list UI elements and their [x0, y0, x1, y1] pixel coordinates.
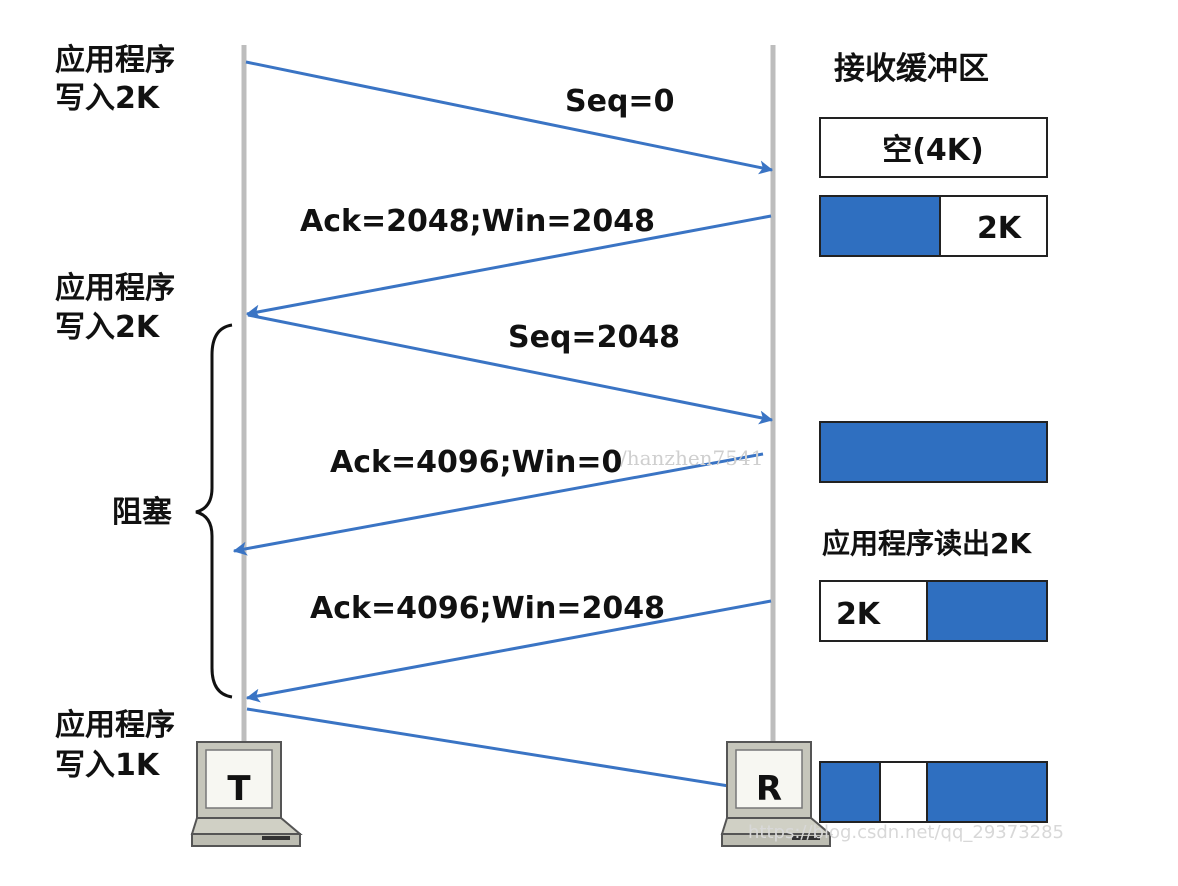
sender-event-3-line1: 应用程序 — [55, 708, 175, 743]
buffer-state-empty: 空(4K) — [819, 117, 1048, 178]
ack-4096-win-2048-label: Ack=4096;Win=2048 — [310, 591, 665, 626]
sender-terminal: T — [190, 741, 303, 847]
buffer-state-half-full: 2K — [819, 195, 1048, 257]
arrow-seq0 — [245, 60, 774, 175]
buffer-half-label: 2K — [977, 211, 1023, 246]
buffer-title: 接收缓冲区 — [834, 51, 989, 87]
sender-event-1-line2: 写入2K — [55, 81, 161, 116]
bottom-watermark: https://blog.csdn.net/qq_29373285 — [748, 822, 1064, 843]
buffer-state-final — [819, 761, 1048, 823]
read-event-label: 应用程序读出2K — [822, 527, 1032, 560]
buffer-state-after-read: 2K — [819, 580, 1048, 642]
sender-event-1-line1: 应用程序 — [55, 43, 175, 78]
buffer-empty-label: 空(4K) — [882, 133, 984, 168]
blocked-label: 阻塞 — [112, 495, 172, 530]
sender-event-2-line1: 应用程序 — [55, 271, 175, 306]
sender-terminal-label: T — [227, 769, 251, 809]
sender-event-3-line2: 写入1K — [55, 748, 161, 783]
arrow-ack-4096-win-2048 — [245, 599, 772, 703]
arrow-seq2048 — [247, 313, 774, 425]
buffer-state-full — [819, 421, 1048, 483]
buffer-free-label: 2K — [836, 597, 882, 632]
receiver-terminal-label: R — [756, 769, 782, 809]
arrow-write-1k — [246, 707, 736, 789]
sender-event-2-line2: 写入2K — [55, 310, 161, 345]
blocked-brace — [195, 323, 233, 699]
seq2048-label: Seq=2048 — [508, 320, 680, 355]
arrow-ack-4096-win-0 — [232, 452, 764, 556]
arrow-ack-2048-win-2048 — [245, 214, 772, 319]
ack-2048-win-2048-label: Ack=2048;Win=2048 — [300, 204, 655, 239]
receiver-terminal: R — [720, 741, 833, 847]
seq0-label: Seq=0 — [565, 84, 674, 119]
ack-4096-win-0-label: Ack=4096;Win=0 — [330, 445, 622, 480]
center-watermark: /hanzhen7541 — [620, 446, 763, 470]
